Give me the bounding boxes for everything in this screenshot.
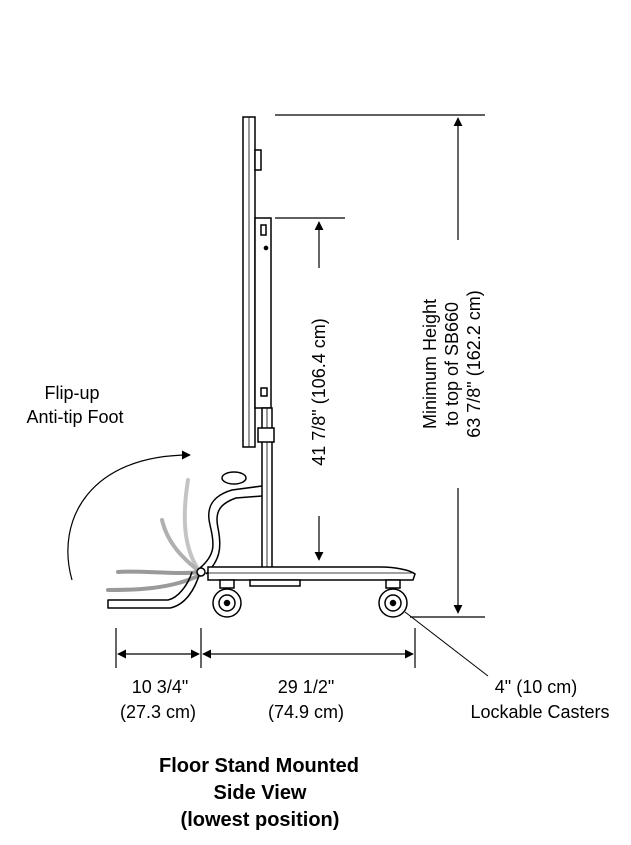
horizontal-dimensions xyxy=(115,628,416,668)
base-dim-label-line1: 29 1/2" xyxy=(278,677,334,697)
minimum-height-dimension xyxy=(275,114,485,618)
anti-tip-foot xyxy=(107,471,263,609)
casters-label-line2: Lockable Casters xyxy=(470,702,609,722)
min-height-label-line1: Minimum Height xyxy=(420,299,440,429)
min-height-label-line3: 63 7/8" (162.2 cm) xyxy=(464,290,484,437)
foot-dim-label-line1: 10 3/4" xyxy=(132,677,188,697)
foot-dim-label-line2: (27.3 cm) xyxy=(120,702,196,722)
mount-height-label: 41 7/8" (106.4 cm) xyxy=(309,318,329,465)
base-dim-label-line2: (74.9 cm) xyxy=(268,702,344,722)
casters-label-line1: 4" (10 cm) xyxy=(495,677,577,697)
min-height-label-line2: to top of SB660 xyxy=(442,302,462,426)
foot-rotation-ghosts xyxy=(106,478,202,592)
stand-column xyxy=(257,407,275,569)
mount-height-dimension xyxy=(275,217,345,561)
caster-front xyxy=(212,579,242,618)
caption-line1: Floor Stand Mounted xyxy=(159,755,359,777)
caption-line3: (lowest position) xyxy=(181,809,340,831)
caster-leader-line xyxy=(404,611,489,677)
mounting-bracket xyxy=(254,217,272,409)
flip-rotation-arrow xyxy=(67,450,191,581)
flip-up-label-line1: Flip-up xyxy=(44,383,99,403)
stand-base xyxy=(207,566,416,587)
caption-line2: Side View xyxy=(213,782,306,804)
flip-up-label-line2: Anti-tip Foot xyxy=(26,407,123,427)
caster-rear xyxy=(378,579,408,618)
